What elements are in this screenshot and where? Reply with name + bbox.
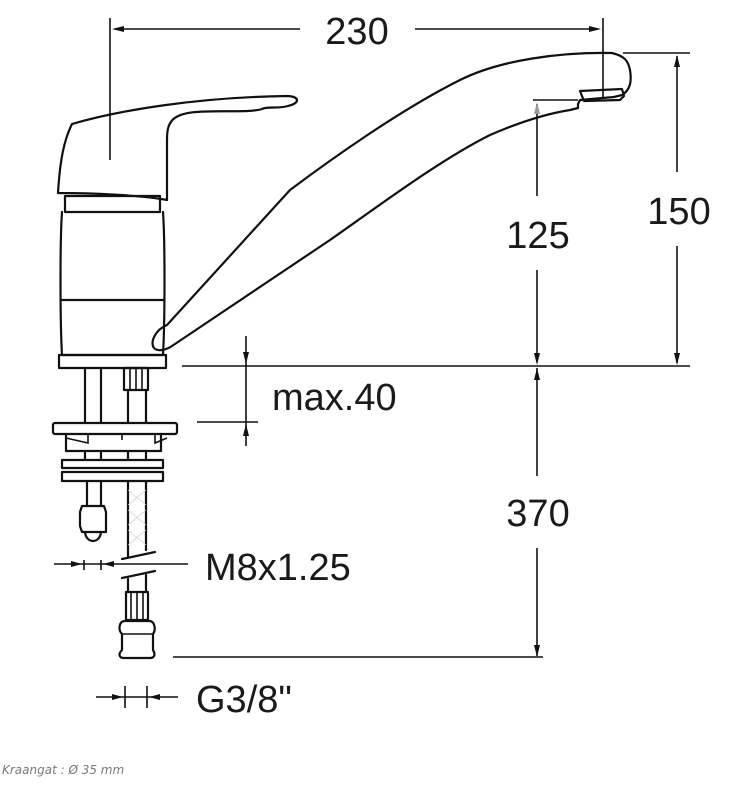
- body-collar: [63, 194, 162, 214]
- lever-handle: [56, 94, 299, 202]
- spout: [151, 51, 632, 352]
- mounting-plate: [51, 421, 179, 436]
- dimension-lines: [54, 18, 690, 708]
- washer-2: [60, 470, 165, 483]
- dim-label-hose-connection: G3/8": [196, 679, 292, 721]
- dim-label-reach: 230: [325, 11, 388, 53]
- stud-nut: [78, 504, 108, 534]
- spout-aerator: [578, 87, 626, 103]
- base-ring: [57, 353, 168, 370]
- spout-outline: [151, 51, 632, 352]
- tap-hole-caption: Kraangat : Ø 35 mm: [2, 763, 125, 777]
- dim-label-outlet-height: 125: [506, 215, 569, 257]
- dim-label-hose-length: 370: [506, 493, 569, 535]
- faucet-body: [56, 94, 299, 370]
- hose-connector-nut: [118, 619, 156, 660]
- mounting-hardware: [51, 366, 179, 660]
- dim-label-stud-thread: M8x1.25: [205, 547, 351, 589]
- dim-label-max-thickness: max.40: [272, 377, 397, 419]
- washer-1: [60, 458, 165, 470]
- body-cylinder: [59, 210, 166, 357]
- dim-label-overall-height: 150: [647, 191, 710, 233]
